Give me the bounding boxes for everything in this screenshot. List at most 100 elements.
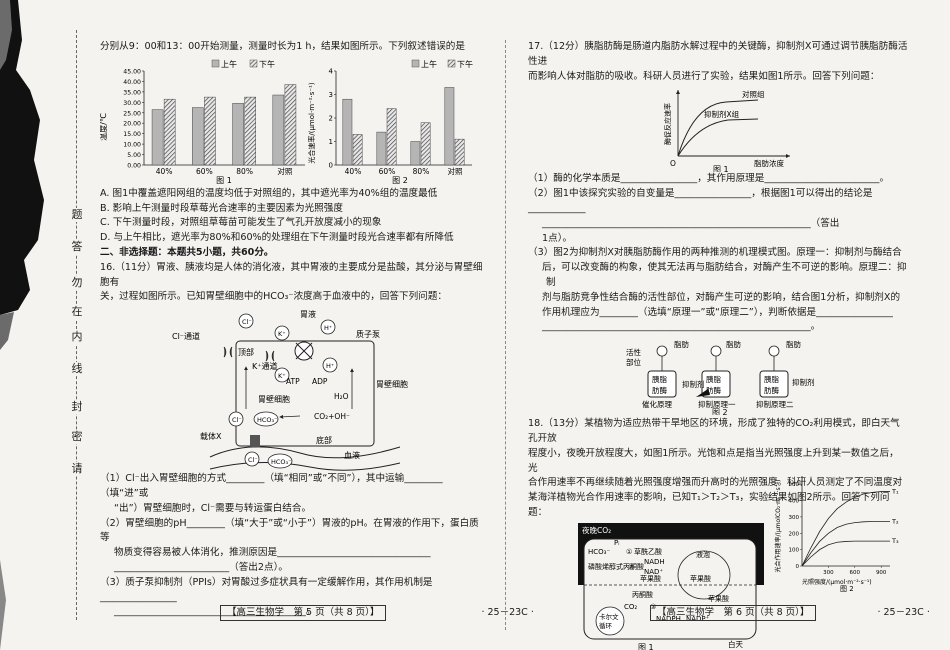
step-3: ③ <box>650 603 656 611</box>
option-b: B. 影响上午测量时段草莓光合速率的主要因素为光照强度 <box>100 202 343 214</box>
x-tick-label: 80% <box>236 167 253 176</box>
legend-morning: 上午 <box>421 59 437 69</box>
q16-stem: 16.（11分）胃液、胰液均是人体的消化液，其中胃液的主要成分是盐酸，其分泌与胃… <box>100 261 483 288</box>
parietal-cell-diagram: 胃液 Cl⁻通道 顶部 K⁺通道 质子泵 胃壁细胞 胃壁细胞 载体X 底部 血液… <box>172 309 408 471</box>
q16-part3: ________________________________________… <box>114 606 316 618</box>
step-1: ① <box>626 548 632 556</box>
calvin-label: 循环 <box>599 621 613 630</box>
y-tick-label: 100 <box>789 548 800 554</box>
right-page: 17.（12分）胰脂肪酶是肠道内脂肪水解过程中的关键酶，抑制剂X可通过调节胰脂肪… <box>528 40 908 650</box>
catalysis-label: 催化原理 <box>642 399 672 409</box>
x-tick-label: 对照 <box>277 166 292 176</box>
x-tick-label: 80% <box>413 167 430 176</box>
q18-stem: 某海洋植物光合作用速率的影响，已知T₁＞T₂＞T₃，实验结果如图2所示。回答下列… <box>528 492 890 518</box>
y-tick-label: 30.00 <box>123 100 141 107</box>
k-channel-label: K⁺通道 <box>252 361 277 371</box>
x-tick-label: 60% <box>379 167 396 176</box>
legend-morning: 上午 <box>221 59 237 69</box>
q17-part3: 作用机理应为________（选填“原理一”或“原理二”），判断依据是_____… <box>542 306 893 318</box>
footer-left: 【高三生物学 第 5 页（共 8 页）】 · 25－23C · <box>220 604 534 622</box>
y-tick-label: 0 <box>796 564 800 570</box>
co2oh-label: CO₂+OH⁻ <box>314 412 350 421</box>
cl-channel-label: Cl⁻通道 <box>172 331 200 341</box>
q17-part1: （1）酶的化学本质是________________，其作用原理是_______… <box>528 173 890 185</box>
series-label: T₃ <box>891 537 899 545</box>
fig3-caption: 图 1 <box>638 643 654 650</box>
cl-ion: Cl⁻ <box>242 318 252 326</box>
enzyme-label: 胰脂 <box>706 374 721 384</box>
bar-上午-40% <box>342 98 353 166</box>
atp-label: ATP <box>286 377 300 386</box>
co2-label: CO₂ <box>624 603 637 611</box>
h2o-label: H₂O <box>334 392 349 401</box>
enzyme-label: 胰脂 <box>652 374 667 384</box>
bar-下午-80% <box>420 122 431 166</box>
nad-label: NAD⁺ <box>644 568 663 576</box>
section-heading: 二、非选择题：本题共5小题，共60分。 <box>100 246 274 258</box>
chart2-ylabel: 光合速率/(μmol·m⁻²·s⁻¹) <box>307 82 316 164</box>
malate-label: 苹果酸 <box>640 574 661 583</box>
seal-char: 线 <box>62 362 92 376</box>
q17-part3: 后，可以改变酶的构象，使其无法再与脂肪结合，对酶产生不可逆的影响。原理二：抑制 <box>542 262 907 288</box>
q16-part2: 物质变得容易被人体消化，推测原因是_______________________… <box>114 547 431 559</box>
legend-afternoon: 下午 <box>457 59 473 69</box>
enzyme-label: 肪酶 <box>764 385 779 395</box>
fig4-caption: 图 2 <box>840 585 854 592</box>
enzyme-label: 肪酶 <box>706 385 721 395</box>
q17-part2: ________________________________________… <box>542 217 840 229</box>
fig4-ylabel: 光合作用速率/(μmolCO₂·m⁻²·s⁻¹) <box>774 480 782 573</box>
inhibitor-label: 抑制剂X组 <box>704 109 740 119</box>
fig4-xlabel: 光照强度/(μmol·m⁻²·s⁻¹) <box>802 578 872 586</box>
q17-part3: （3）图2为抑制剂X对胰脂肪酶作用的两种推测的机理模式图。原理一：抑制剂与酶结合 <box>528 247 902 259</box>
x-tick-label: 900 <box>876 570 887 576</box>
page-code: · 25－23C · <box>877 607 930 618</box>
bar-下午-60% <box>386 108 397 166</box>
y-tick-label: 35.00 <box>123 89 141 96</box>
y-tick-label: 4 <box>329 67 334 75</box>
bar-上午-60% <box>192 107 204 166</box>
option-d: D. 与上午相比，遮光率为80%和60%的处理组在下午测量时段光合速率都有所降低 <box>100 232 454 244</box>
calvin-label: 卡尔文 <box>599 612 619 621</box>
bar-下午-40% <box>163 98 176 166</box>
nadh-label: NADH <box>644 558 665 566</box>
x-tick-label: 40% <box>345 167 362 176</box>
seal-char: 在 <box>62 305 92 319</box>
bar-下午-40% <box>352 133 363 166</box>
series-label: T₂ <box>891 517 899 525</box>
fat-label: 脂肪 <box>674 339 689 349</box>
active-site-label: 部位 <box>626 357 641 367</box>
cam-pathway-figure: 夜晚CO₂ Pᵢ HCO₃⁻ 草酰乙酸 NADH NAD⁺ 磷酸烯醇式丙酮酸 苹… <box>578 522 764 650</box>
oaa-label: 草酰乙酸 <box>634 547 662 556</box>
carrier-x-icon <box>250 435 260 448</box>
parietal-label: 胃壁细胞 <box>258 394 290 404</box>
q17-part3: ________________________________________… <box>542 321 821 333</box>
y-tick-label: 0 <box>329 161 333 169</box>
bar-上午-80% <box>410 141 421 166</box>
seal-line <box>76 30 77 620</box>
fig1-caption: 图 1 <box>713 165 729 172</box>
control-label: 对照组 <box>742 89 765 99</box>
q17-stem: 而影响人体对脂肪的吸收。科研人员进行了实验，结果如图1所示。回答下列问题： <box>528 70 880 82</box>
cl-ion: Cl⁻ <box>248 456 258 464</box>
y-tick-label: 300 <box>789 515 800 521</box>
page-footer-title: 【高三生物学 第 6 页（共 8 页）】 <box>650 605 817 621</box>
apex-label: 顶部 <box>238 347 254 357</box>
q17-part2: （2）图1中该探究实验的自变量是________________，根据图1可以得… <box>528 188 873 214</box>
fat-label: 脂肪 <box>726 339 741 349</box>
y-tick-label: 15.00 <box>123 131 141 138</box>
enzyme-label: 肪酶 <box>652 385 667 395</box>
inhibition-mechanism-figure: 活性 部位 脂肪 脂肪 脂肪 胰脂 肪酶 胰脂 肪酶 胰脂 肪酶 抑制剂 抑制剂… <box>626 339 815 415</box>
active-site-label: 活性 <box>626 347 641 357</box>
light-response-chart: 光合作用速率/(μmolCO₂·m⁻²·s⁻¹) 500400300200100… <box>774 476 899 592</box>
seal-char: 答 <box>62 240 92 254</box>
q18-stem: 18.（13分）某植物为适应热带干旱地区的环境，形成了独特的CO₂利用模式，即白… <box>528 418 900 444</box>
footer-right: 【高三生物学 第 6 页（共 8 页）】 · 25－23C · <box>650 604 930 622</box>
nadp-label: NADP⁺ <box>686 615 710 623</box>
q16-part3: （3）质子泵抑制剂（PPIs）对胃酸过多症状具有一定缓解作用，其作用机制是___… <box>100 576 433 603</box>
pep-label: 磷酸烯醇式丙酮酸 <box>588 562 644 571</box>
chart1-caption: 图 1 <box>216 176 232 185</box>
y-tick-label: 0.00 <box>127 162 141 169</box>
legend-afternoon: 下午 <box>259 59 275 69</box>
bar-上午-60% <box>376 131 387 166</box>
q17-part2: 1点）。 <box>542 232 573 244</box>
